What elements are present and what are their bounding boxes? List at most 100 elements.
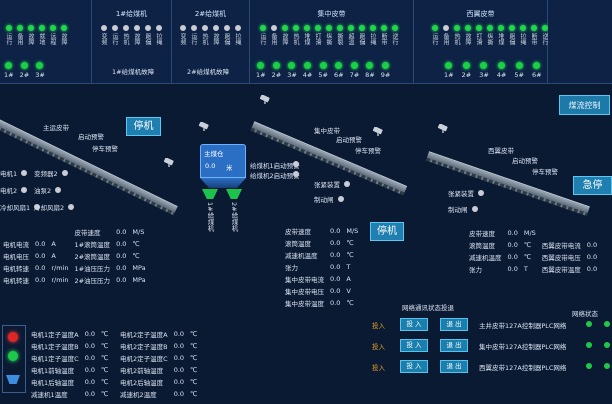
column-label: 跑偏 [508,33,515,45]
plc-in-button[interactable]: 投 入 [400,339,428,352]
indicator-dot [337,25,343,31]
table-cell: 0.0 [116,252,127,260]
bunker-value: 0.0 [205,162,216,170]
main-belt-alarm-stop: 停车预警 [92,145,118,153]
motor-label: 2# [271,71,282,79]
column-label: 撕裂 [336,33,343,45]
motor-indicator: 2# [271,62,282,79]
table-cell: 2#油压压力 [74,277,111,285]
column-label: 纵撕 [486,33,493,45]
panel-title-central: 集中皮带 [317,10,346,18]
indicator-dot [156,25,162,31]
feeder-alarm-dot [293,161,299,167]
feeder-1-icon [202,189,218,199]
central-belt-alarm-start: 启动预警 [336,136,362,144]
plc-out-button[interactable]: 退 出 [440,360,468,373]
feeder-2-icon [226,189,242,199]
table-cell: 皮带速度 [469,230,495,238]
status-dot [337,196,344,202]
motor-label: 2# [461,71,472,79]
indicator-dot [260,25,266,31]
column-label: 跑偏 [358,33,365,45]
motor-label: 8# [365,71,375,79]
header-panel-feeder1: 1#给煤机 变频运行热机故障跑偏拉绳 1#给煤机故障 [92,0,172,84]
status-dot [55,187,62,193]
motor-status-dot [533,62,541,69]
column-label: 断带 [530,33,537,45]
column-label: 热机 [292,33,299,45]
column-label: 备用 [442,33,449,45]
table-cell: 0.0 [84,390,96,398]
central-belt-name: 集中皮带 [314,127,340,135]
plc-out-button[interactable]: 退 出 [440,339,468,352]
coal-flow-control-button[interactable]: 煤流控制 [559,95,610,115]
header-panel-feeder2: 2#给煤机 变频运行热机故障跑偏拉绳 2#给煤机故障 [172,0,250,84]
main-belt-state: 停机 [126,117,161,136]
motor-label: 7# [349,71,360,79]
feeder2-column-labels: 变频运行热机故障跑偏拉绳 [178,33,242,45]
table-cell: 0.0 [84,354,96,362]
motor-status-dot [366,62,374,69]
motor-indicator: 8# [365,62,375,79]
plc-in-button[interactable]: 投 入 [400,360,428,373]
table-cell: 减速机温度 [285,252,318,260]
indicator-dot [202,25,208,31]
motor-indicator: 6# [532,62,542,79]
table-cell: 集中皮带电压 [285,288,324,296]
indicator-dot [465,25,471,31]
bunker-hopper [200,178,246,188]
plc-in-button[interactable]: 投 入 [400,318,428,331]
column-label: 故障 [212,33,219,45]
column-label: 运行 [5,33,12,45]
motor-indicator: 5# [318,62,328,79]
left-status-item: 变频器2 [34,168,68,178]
table-cell: r/min [51,276,69,284]
indicator-dot [224,25,230,31]
column-label: 运行 [111,33,118,45]
table-cell: 0.0 [173,378,185,386]
table-cell: ℃ [190,342,198,350]
table-cell: 0.0 [116,264,127,272]
column-label: 拉绳 [234,33,241,45]
table-cell: 0.0 [330,239,341,247]
table-cell: 0.0 [116,240,127,248]
table-cell: ℃ [101,342,109,350]
plc-tag: 投入 [372,364,385,372]
west-belt-alarm-start: 启动预警 [512,157,538,165]
table-cell: ℃ [346,251,354,259]
status-dot [21,170,28,176]
column-label: 故障 [281,33,288,45]
table-cell: r/min [51,264,69,272]
column-label: 就地 [38,33,45,45]
table-cell: ℃ [101,366,109,374]
motor-indicator: 1# [444,62,454,79]
main-belt-name: 主运皮带 [43,124,69,132]
left-indicator-dots [6,25,67,31]
west-status-item: 制动闸 [448,204,478,214]
table-cell: 0.0 [35,276,46,284]
plc-status-dot [604,363,610,369]
table-cell: ℃ [101,354,109,362]
horn-icon [8,332,18,342]
motor-label: 3# [287,71,297,79]
motor-indicator: 1# [256,62,266,79]
table-cell: 0.0 [173,390,185,398]
indicator-dot [213,25,219,31]
feeder-2-alarm: 给煤机2启动预警 [250,172,300,180]
central-belt-alarm-stop: 停车预警 [355,147,381,155]
motor-label: 4# [302,71,313,79]
table-cell: M/S [132,228,145,236]
motor-icon [8,351,18,361]
table-cell: 0.0 [507,241,518,249]
table-cell: 西翼皮带电压 [541,254,581,262]
table-cell: 0.0 [330,275,341,283]
plc-out-button[interactable]: 退 出 [440,318,468,331]
